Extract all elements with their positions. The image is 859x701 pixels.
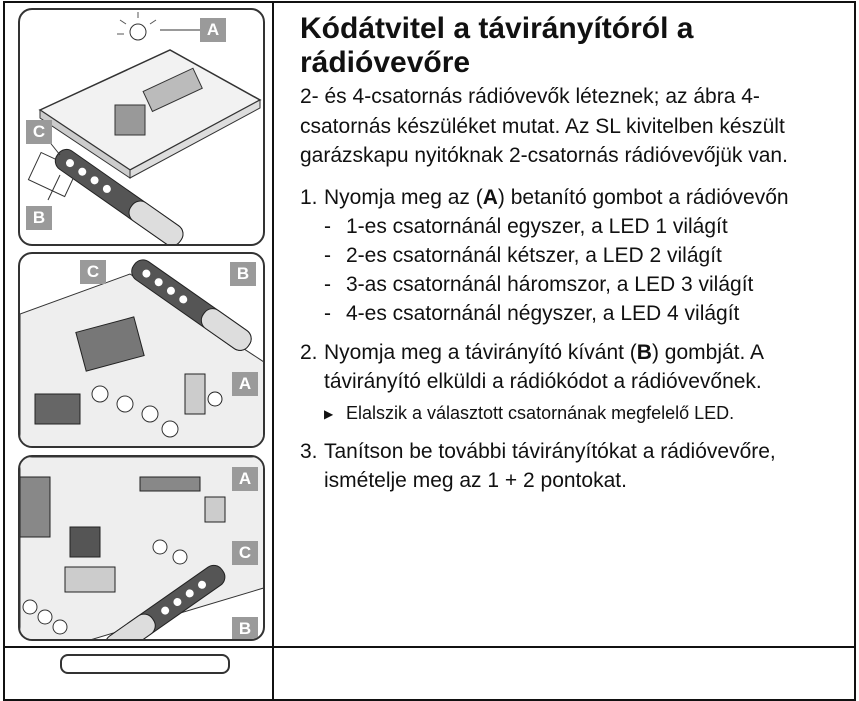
step-text: Nyomja meg az ( bbox=[324, 185, 483, 209]
step-text: Nyomja meg a távirányító kívánt ( bbox=[324, 340, 637, 364]
control-board-drawing bbox=[20, 457, 263, 639]
step-text: ) betanító gombot a rádióvevőn bbox=[497, 185, 789, 209]
receiver-board-drawing bbox=[27, 12, 262, 244]
label-b: B bbox=[230, 262, 256, 286]
column-divider bbox=[272, 1, 274, 701]
step-number: 3. bbox=[300, 439, 318, 463]
sub-item: -2-es csatornánál kétszer, a LED 2 világ… bbox=[324, 243, 722, 267]
sub-item: -3-as csatornánál háromszor, a LED 3 vil… bbox=[324, 272, 754, 296]
sub-item-text: 1-es csatornánál egyszer, a LED 1 világí… bbox=[346, 214, 728, 238]
steps-list: 1. Nyomja meg az (A) betanító gombot a r… bbox=[300, 183, 850, 495]
step-number: 2. bbox=[300, 340, 318, 364]
result-item: ▶ Elalszik a választott csatornának megfe… bbox=[324, 400, 850, 427]
step-key: B bbox=[636, 340, 652, 364]
instructions: Kódátvitel a távirányítóról a rádióvevőr… bbox=[300, 12, 850, 495]
row-divider bbox=[3, 646, 856, 648]
triangle-bullet-icon: ▶ bbox=[324, 406, 334, 421]
step-key: A bbox=[482, 185, 498, 209]
sub-item-text: 4-es csatornánál négyszer, a LED 4 világ… bbox=[346, 301, 740, 325]
label-c: C bbox=[80, 260, 106, 284]
page-title: Kódátvitel a távirányítóról a rádióvevőr… bbox=[300, 12, 694, 79]
illustration-receiver-board: A C B bbox=[18, 8, 265, 246]
sub-item-text: 2-es csatornánál kétszer, a LED 2 világí… bbox=[346, 243, 722, 267]
step-text: ) gombját. A távirányító elküldi a rádió… bbox=[324, 340, 763, 393]
intro-text: 2- és 4-csatornás rádióvevők léteznek; a… bbox=[300, 85, 788, 167]
sub-item: -1-es csatornánál egyszer, a LED 1 világ… bbox=[324, 214, 728, 238]
label-a: A bbox=[200, 18, 226, 42]
result-text: Elalszik a választott csatornának megfel… bbox=[346, 402, 735, 423]
step-3: 3. Tanítson be további távirányítókat a … bbox=[300, 437, 850, 495]
step-text: Tanítson be további távirányítókat a rád… bbox=[324, 439, 776, 492]
sub-item-text: 3-as csatornánál háromszor, a LED 3 vilá… bbox=[346, 272, 754, 296]
next-row-illustration bbox=[60, 654, 230, 674]
label-a: A bbox=[232, 467, 258, 491]
illustration-control-board: A C B bbox=[18, 455, 265, 641]
label-b: B bbox=[232, 617, 258, 639]
label-c: C bbox=[232, 541, 258, 565]
sub-item: -4-es csatornánál négyszer, a LED 4 vilá… bbox=[324, 301, 740, 325]
illustration-opener-board: C B A bbox=[18, 252, 265, 448]
step-2: 2. Nyomja meg a távirányító kívánt (B) g… bbox=[300, 338, 850, 427]
label-c: C bbox=[26, 120, 52, 144]
label-a: A bbox=[232, 372, 258, 396]
label-b: B bbox=[26, 206, 52, 230]
step-1: 1. Nyomja meg az (A) betanító gombot a r… bbox=[300, 183, 850, 328]
opener-board-drawing bbox=[20, 259, 263, 446]
step-number: 1. bbox=[300, 185, 318, 209]
